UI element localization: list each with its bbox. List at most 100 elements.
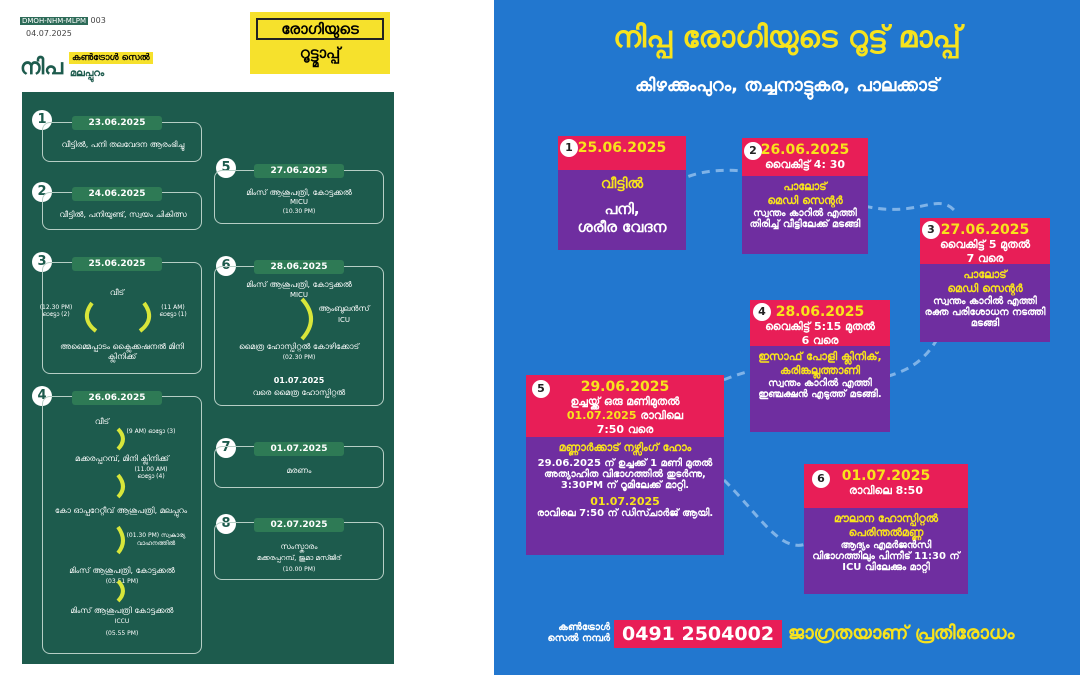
- control-label-line1: കൺട്രോൾ: [558, 622, 610, 633]
- entry4-transit2: (11.00 AM) ഓട്ടോ (4): [134, 466, 168, 480]
- entry3-end: അമ്മൈപ്പാടം ക്ലൈക്കഷനൽ മിനി ക്ലിനിക്ക്: [60, 342, 184, 361]
- card2-desc: സ്വന്തം കാറിൽ എത്തി തിരിച്ച് വീട്ടിലേക്ക…: [749, 208, 861, 230]
- entry4-time5: (05.55 PM): [105, 630, 139, 637]
- entry4-ward5: ICCU: [114, 618, 130, 625]
- doc-id: DMOH-NHM-MLPM 003: [20, 16, 106, 25]
- card1-desc2: ശരീര വേദന: [577, 218, 667, 236]
- card4-number-badge: 4: [753, 303, 771, 321]
- entry-date-6: 28.06.2025: [254, 260, 344, 274]
- entry-date-3: 25.06.2025: [72, 257, 162, 271]
- card5-desc2: രാവിലെ 7:50 ന് ഡിസ്ചാർജ് ആയി.: [536, 508, 714, 519]
- entry-date-8: 02.07.2025: [254, 518, 344, 532]
- card3-place2: മെഡി സെന്റർ: [947, 282, 1023, 295]
- entry4-stop5: മിംസ് ആശുപത്രി കോട്ടക്കൽ: [70, 606, 174, 615]
- control-cell-number: 0491 2504002: [614, 620, 783, 648]
- entry4-transit3: (01.30 PM) സ്വകാര്യ വാഹനത്തിൽ: [126, 532, 186, 547]
- card5-number-badge: 5: [532, 380, 550, 398]
- card4-desc: സ്വന്തം കാറിൽ എത്തി ഇഞ്ചക്ഷൻ എടുത്ത് മടങ…: [758, 378, 882, 400]
- card2-date: 26.06.2025: [760, 142, 850, 158]
- right-poster: നിപ്പ രോഗിയുടെ റൂട്ട് മാപ്പ് കിഴക്കുംപുറ…: [494, 0, 1080, 675]
- entry-date-4: 26.06.2025: [72, 391, 162, 405]
- right-title: നിപ്പ രോഗിയുടെ റൂട്ട് മാപ്പ്: [613, 20, 961, 55]
- entry6-via: ആംബുലൻസ്: [318, 304, 370, 313]
- card4-date: 28.06.2025: [775, 304, 865, 320]
- card6-desc: ആദ്യം എമർജൻസി വിഭാഗത്തിലും പിന്നീട് 11:3…: [812, 540, 960, 573]
- route-card-2: 26.06.2025 വൈകിട്ട് 4: 30 പാലോട് മെഡി സെ…: [742, 138, 868, 254]
- entry-text-5: മിംസ് ആശുപത്രി, കോട്ടക്കൽ: [246, 188, 352, 197]
- entry5-ward: MICU: [289, 198, 309, 206]
- card3-date: 27.06.2025: [940, 222, 1030, 238]
- entry-text-2: വീട്ടിൽ, പനിയുണ്ട്, സ്വയം ചികിത്സ: [59, 210, 187, 219]
- entry3-right-note: (11 AM) ഓട്ടോ (1): [159, 304, 187, 318]
- card5-desc: 29.06.2025 ന് ഉച്ചക്ക് 1 മണി മുതൽ അത്യാഹ…: [537, 458, 713, 491]
- left-poster-header: DMOH-NHM-MLPM 003 04.07.2025 നിപ കൺട്രോൾ…: [14, 0, 394, 92]
- entry3-start: വീട്: [109, 288, 125, 297]
- card2-number-badge: 2: [744, 142, 762, 160]
- entry4-stop3: കോ ഓപ്പറേറ്റീവ് ആശുപത്രി, മലപ്പുറം: [54, 506, 188, 515]
- entry4-arrows: [116, 427, 125, 603]
- entry3-left-note: (12.30 PM) ഓട്ടോ (2): [39, 304, 73, 318]
- entry-text-1: വീട്ടിൽ, പനി തലവേദന ആരംഭിച്ചു: [61, 140, 185, 149]
- entry6-destination-time: (02.30 PM): [282, 354, 316, 361]
- entry6-arrow: [300, 297, 313, 341]
- entry6-ward: MICU: [289, 291, 309, 299]
- entry4-stop4: മിംസ് ആശുപത്രി, കോട്ടക്കൽ: [69, 566, 175, 575]
- left-title-block: രോഗിയുടെ റൂട്ട്മാപ്പ്: [250, 12, 390, 74]
- left-title-line1: രോഗിയുടെ: [256, 18, 384, 40]
- card5-time2: രാവിലെ: [640, 409, 684, 422]
- entry4-time4: (03.51 PM): [105, 578, 139, 585]
- card6-date: 01.07.2025: [841, 468, 931, 484]
- card6-place: മൗലാന ഹോസ്പിറ്റൽ: [833, 512, 939, 525]
- right-subtitle: കിഴക്കുംപുറം, തച്ചനാട്ടുകര, പാലക്കാട്: [634, 75, 940, 96]
- card4-place: ഇസാഫ് പോളി ക്ലിനിക്,: [758, 350, 882, 363]
- doc-number: 003: [90, 16, 106, 25]
- entry-date-7: 01.07.2025: [254, 442, 344, 456]
- card2-place: പാലോട്: [783, 180, 827, 193]
- route-card-4: 28.06.2025 വൈകിട്ട് 5:15 മുതൽ 6 വരെ ഇസാഫ…: [750, 300, 890, 432]
- card2-time: വൈകിട്ട് 4: 30: [765, 158, 845, 171]
- entry6-until-text: വരെ മൈത്ര ഹോസ്പിറ്റൽ: [252, 388, 346, 397]
- card4-time: വൈകിട്ട് 5:15 മുതൽ: [765, 320, 875, 333]
- entry6-until-date: 01.07.2025: [273, 376, 325, 385]
- left-title-line2: റൂട്ട്മാപ്പ്: [299, 44, 341, 62]
- entry8-time: (10.00 PM): [282, 566, 316, 573]
- entry-date-1: 23.06.2025: [72, 116, 162, 130]
- nipah-wordmark: നിപ: [20, 54, 64, 80]
- card6-time: രാവിലെ 8:50: [849, 484, 923, 497]
- entry6-destination: മൈത്ര ഹോസ്പിറ്റൽ കോഴിക്കോട്: [238, 342, 360, 351]
- card5-time3: 7:50 വരെ: [596, 423, 654, 436]
- card5-date3: 01.07.2025: [590, 495, 660, 508]
- entry4-stop2: മക്കരപ്പറമ്പ്, മിനി ക്ലിനിക്ക്: [75, 454, 169, 463]
- card5-place: മണ്ണാർക്കാട് നഴ്സിംഗ് ഹോം: [558, 441, 692, 454]
- card4-time2: 6 വരെ: [801, 334, 839, 347]
- card3-time: വൈകിട്ട് 5 മുതൽ: [940, 238, 1030, 251]
- card5-time: ഉച്ചയ്ക്ക് ഒരു മണിമുതൽ: [570, 395, 680, 408]
- route-card-5: 29.06.2025 ഉച്ചയ്ക്ക് ഒരു മണിമുതൽ 01.07.…: [526, 375, 724, 555]
- card1-desc1: പനി,: [604, 200, 640, 218]
- slogan: ജാഗ്രതയാണ് പ്രതിരോധം: [788, 622, 1015, 644]
- entry5-time: (10.30 PM): [282, 208, 316, 215]
- card2-place2: മെഡി സെന്റർ: [767, 194, 843, 207]
- card6-number-badge: 6: [812, 470, 830, 488]
- card1-number-badge: 1: [560, 139, 578, 157]
- entry8-place: മക്കരപ്പറമ്പ്, ജുമാ മസ്ജിദ്: [257, 554, 341, 562]
- left-poster-timeline: 1 23.06.2025 വീട്ടിൽ, പനി തലവേദന ആരംഭിച്…: [22, 92, 394, 664]
- entry4-transit1: (9 AM) ഓട്ടോ (3): [126, 428, 176, 435]
- control-label-line2: സെൽ നമ്പർ: [547, 633, 610, 644]
- route-card-1: 25.06.2025 വീട്ടിൽ പനി, ശരീര വേദന: [558, 136, 686, 250]
- district-label: മലപ്പുറം: [70, 68, 105, 79]
- doc-id-code: DMOH-NHM-MLPM: [20, 17, 88, 25]
- card1-date: 25.06.2025: [577, 140, 667, 156]
- entry-date-5: 27.06.2025: [254, 164, 344, 178]
- card5-date2: 01.07.2025: [566, 409, 637, 422]
- card5-date: 29.06.2025: [580, 379, 670, 395]
- route-card-3: 27.06.2025 വൈകിട്ട് 5 മുതൽ 7 വരെ പാലോട് …: [920, 218, 1050, 342]
- card6-place2: പെരിന്തൽമണ്ണ: [848, 526, 924, 539]
- entry-text-7: മരണം: [286, 466, 312, 475]
- control-cell-label: കൺട്രോൾ സെൽ നമ്പർ: [534, 622, 610, 644]
- entry4-stop1: വീട്: [94, 417, 110, 426]
- card3-place: പാലോട്: [963, 268, 1007, 281]
- entry3-arrows: [84, 301, 152, 333]
- entry-text-8: സംസ്കാരം: [280, 542, 318, 551]
